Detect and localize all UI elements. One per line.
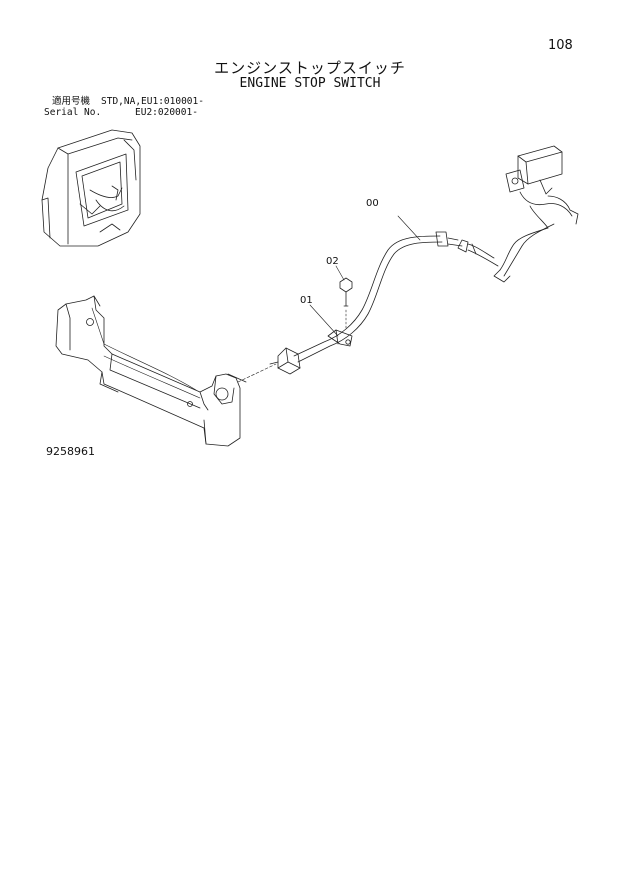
serial-label-english: Serial No. — [44, 107, 102, 118]
figure-number: 9258961 — [46, 445, 95, 458]
serial-label-japanese: 適用号機 — [52, 96, 91, 107]
cab-console-illustration — [41, 129, 141, 247]
engine-frame-illustration — [55, 295, 247, 447]
callout-01: 01 — [300, 295, 313, 306]
serial-range-1: STD,NA,EU1:010001- — [101, 96, 204, 107]
part-00-cable — [293, 215, 463, 363]
stop-switch-body — [237, 347, 301, 383]
callout-02: 02 — [326, 256, 339, 267]
serial-range-2: EU2:020001- — [135, 107, 198, 118]
part-02-bolt — [335, 265, 353, 331]
title-japanese: エンジンストップスイッチ — [214, 59, 406, 77]
title-english: ENGINE STOP SWITCH — [239, 76, 381, 91]
page-number: 108 — [548, 38, 573, 53]
switch-harness-illustration — [457, 145, 579, 283]
part-01-clamp — [309, 304, 353, 347]
callout-00: 00 — [366, 198, 379, 209]
